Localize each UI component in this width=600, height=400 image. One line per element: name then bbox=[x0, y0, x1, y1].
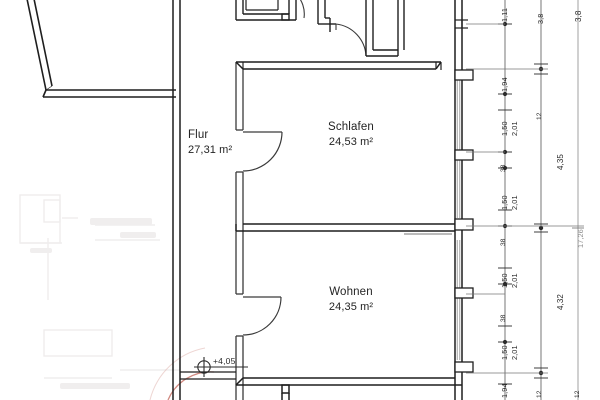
dim-inner-13: 1,94 bbox=[500, 383, 509, 398]
angled-wall-hatch bbox=[45, 85, 53, 91]
right-wall-stubs bbox=[435, 19, 468, 70]
top-room-right bbox=[317, 0, 336, 32]
room-name-schlafen: Schlafen bbox=[328, 121, 374, 133]
room-area-schlafen: 24,53 m² bbox=[328, 135, 374, 148]
elevation-value: +4,05 bbox=[213, 356, 236, 366]
top-room-left bbox=[235, 0, 297, 21]
right-exterior-wall bbox=[454, 0, 463, 400]
corridor-left-wall bbox=[172, 0, 181, 400]
room-label-wohnen: Wohnen 24,35 m² bbox=[296, 285, 406, 314]
dim-middle-1: 3,8 bbox=[536, 13, 545, 24]
room-area-wohnen: 24,35 m² bbox=[328, 300, 374, 313]
dim-outer-0: 3,8 bbox=[574, 10, 583, 22]
top-door-swing-left bbox=[299, 0, 305, 19]
room-label-flur: Flur 27,31 m² bbox=[188, 128, 232, 157]
wall-recess-bottom bbox=[454, 361, 474, 373]
dim-inner-4: 38 bbox=[500, 164, 507, 172]
dim-outer-2: 4,32 bbox=[556, 294, 565, 310]
dim-middle-2: 12 bbox=[536, 112, 543, 120]
registration-arc-outer bbox=[149, 347, 206, 400]
dim-inner-2: 1,50 bbox=[500, 121, 509, 136]
dim-chain-middle-ticks bbox=[534, 63, 548, 379]
window-band-right bbox=[456, 78, 461, 360]
wall-recess-mid bbox=[454, 149, 474, 161]
room-name-wohnen: Wohnen bbox=[329, 286, 373, 298]
wall-recess-divider bbox=[454, 218, 474, 231]
dim-inner-12: 2,01 bbox=[510, 345, 519, 360]
dim-outer-3: 12 bbox=[574, 390, 581, 398]
wohnen-bottom-wall bbox=[235, 377, 462, 400]
schlafen-room-walls bbox=[235, 61, 442, 70]
ghost-text-blobs bbox=[30, 218, 156, 389]
door-swing-wohnen bbox=[242, 296, 282, 336]
dim-inner-11: 1,50 bbox=[500, 345, 509, 360]
dim-middle-7: 12 bbox=[536, 390, 543, 398]
dim-outer-1: 4,35 bbox=[556, 154, 565, 170]
room-area-flur: 27,31 m² bbox=[188, 143, 233, 156]
dim-inner-5: 1,50 bbox=[500, 195, 509, 210]
room-label-schlafen: Schlafen 24,53 m² bbox=[296, 120, 406, 149]
room-name-flur: Flur bbox=[188, 129, 209, 141]
wall-recess-upper bbox=[454, 69, 474, 81]
dim-inner-8: 1,50 bbox=[500, 273, 509, 288]
dim-leaders bbox=[466, 23, 584, 374]
dim-inner-1: 1,94 bbox=[500, 77, 509, 92]
corridor-right-wall bbox=[235, 62, 244, 400]
dim-overall: 17,26 bbox=[576, 229, 585, 248]
dim-inner-10: 38 bbox=[500, 314, 507, 322]
top-right-connection bbox=[365, 0, 405, 57]
dim-inner-6: 2,01 bbox=[510, 195, 519, 210]
dim-inner-9: 2,01 bbox=[510, 273, 519, 288]
dim-inner-0: 1,11 bbox=[500, 7, 509, 22]
dividing-wall bbox=[235, 223, 455, 232]
wall-recess-lower bbox=[454, 287, 474, 299]
angled-exterior-wall bbox=[26, 0, 176, 98]
dim-inner-7: 38 bbox=[500, 238, 507, 246]
door-swing-schlafen bbox=[242, 131, 283, 172]
top-room-left-inner bbox=[245, 0, 279, 11]
dim-inner-3: 2,01 bbox=[510, 121, 519, 136]
